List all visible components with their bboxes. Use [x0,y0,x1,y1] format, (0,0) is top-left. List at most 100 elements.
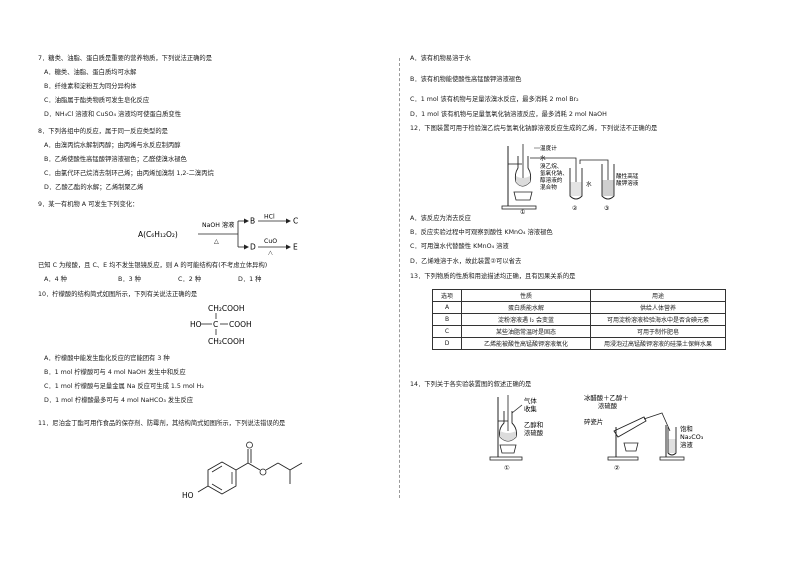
q10-center-carbon: C [213,320,218,329]
q7-stem: 7．糖类、油脂、蛋白质是重要的营养物质，下列说法正确的是 [38,55,213,62]
q12-label-kmno4-2: 酸钾溶液 [616,179,639,187]
q7-option-a: A．糖类、油脂、蛋白质均可水解 [44,69,137,76]
q11-ester-oxygen-icon [259,468,267,476]
q12-label-water-2: 水 [586,180,592,188]
q7-option-c: C．油脂属于酯类物质可发生皂化反应 [44,97,150,104]
q14-fig2-burner-icon [623,442,639,452]
q13-stem: 13．下列物质的性质和用途描述均正确，且有因果关系的是 [410,273,576,280]
q10-option-d: D．1 mol 柠檬酸最多可与 4 mol NaHCO₃ 发生反应 [44,397,194,404]
q9-compound-e: E [293,243,298,252]
q11-option-b: B．该有机物能使酸性高锰酸钾溶液褪色 [410,76,522,83]
q9-option-a: A．4 种 [44,276,67,283]
q9-arrowhead-b [244,218,249,224]
q9-option-b: B．3 种 [118,276,141,283]
q14-fig2-label-acid: 浓硫酸 [598,401,618,410]
q9-compound-a: A(C₆H₁₂O₂) [138,230,178,239]
q13-row-d-use: 用浸泡过高锰酸钾溶液的硅藻土保鲜水果 [590,337,726,350]
q12-option-a: A．该反应为消去反应 [410,215,471,222]
q14-fig1-burner-icon [499,444,517,454]
q13-row-d-property: 乙烯能被酸性高锰酸钾溶液氧化 [461,337,591,350]
q12-option-c: C．可用溴水代替酸性 KMnO₄ 溶液 [410,243,509,250]
q12-label-thermometer: 温度计 [540,144,557,152]
q9-option-d: D．1 种 [238,276,262,283]
q10-top-group: CH₂COOH [208,304,245,313]
q14-fig1-label-gas: 气体 [524,396,537,405]
q10-hydroxyl: HO [190,320,202,329]
q11-option-c: C．1 mol 该有机物与足量浓溴水反应，最多消耗 2 mol Br₂ [410,96,579,103]
q8-option-d: D．乙酸乙酯的水解；乙烯制聚乙烯 [44,184,144,191]
q12-label-mixture-4: 混合物 [540,183,557,191]
q14-fig2-number: ② [614,464,620,472]
q10-stem: 10．柠檬酸的结构简式如图所示，下列有关说法正确的是 [38,291,198,298]
table-row: C 某些油脂常温时是固态 可用于制作肥皂 [432,325,726,338]
q12-apparatus-figure: 温度计 水 溴乙烷、 氢氧化钠、 醇溶液的 混合物 ① 水 ② 酸性高锰 酸钾溶… [501,144,639,216]
q14-fig1-label-acid: 浓硫酸 [524,428,544,437]
q7-option-b: B．纤维素和淀粉互为同分异构体 [44,83,137,90]
q9-reagent-naoh: NaOH 溶液 [202,221,234,229]
q12-label-three: ③ [604,205,609,212]
q13-header-use: 用途 [590,289,726,302]
q11-butylparaben-structure: HO [182,441,303,500]
q11-hydroxyl: HO [182,491,194,500]
q12-label-two: ② [572,205,578,212]
q10-option-a: A．柠檬酸中能发生酯化反应的官能团有 3 种 [44,355,170,362]
q9-reagent-cuo: CuO [264,238,277,245]
q13-table: 选项 性质 用途 A 蛋白质能水解 供给人体营养 B 淀粉溶液遇 I₂ 会变蓝 … [432,289,726,350]
q14-stem: 14．下列关于各实验装置图的叙述正确的是 [410,381,532,388]
column-divider [399,58,400,498]
q11-option-a: A．该有机物易溶于水 [410,55,471,62]
q14-fig2-label-saturated: 饱和 [680,424,693,433]
q13-row-a-option: A [432,301,462,314]
q10-bottom-group: CH₂COOH [208,337,245,346]
q11-stem: 11．尼泊金丁酯可用作食品的保存剂、防霉剂，其结构简式如图所示，下列说法错误的是 [38,420,286,427]
q12-stem: 12．下图装置可用于检验溴乙烷与氢氧化钠醇溶液反应生成的乙烯，下列说法不正确的是 [410,125,658,132]
q10-citric-acid-structure: CH₂COOH HO C COOH CH₂COOH [190,304,252,346]
q13-row-c-use: 可用于制作肥皂 [590,325,726,338]
q12-label-one: ① [520,209,525,216]
q13-row-a-property: 蛋白质能水解 [461,301,591,314]
q9-heat-1: △ [214,238,219,245]
q12-water-tube [569,168,583,200]
q12-label-kmno4-1: 酸性高锰 [616,172,639,180]
q9-heat-2: △ [268,250,273,256]
q12-option-b: B．反应实验过程中可观察到酸性 KMnO₄ 溶液褪色 [410,229,553,236]
q9-stem: 9．某一有机物 A 可发生下列变化： [38,201,139,208]
q12-burner-icon [513,191,533,201]
q13-row-b-use: 可用淀粉溶液检验海水中是否含碘元素 [590,313,726,326]
q9-note: 已知 C 为羧酸，且 C、E 均不发生银镜反应，则 A 的可能结构有(不考虑立体… [38,262,268,269]
q14-figure-1: 气体 收集 乙醇和 浓硫酸 ① [489,395,544,472]
q14-fig2-label-na2co3: Na₂CO₃ [680,433,704,441]
q12-label-mixture-1: 溴乙烷、 [540,162,562,170]
q13-row-c-option: C [432,325,462,338]
q9-compound-d: D [250,243,256,252]
q12-label-water: 水 [540,154,546,162]
q8-option-c: C．由氯代环己烷消去制环己烯；由丙烯加溴制 1,2-二溴丙烷 [44,170,214,177]
q9-compound-b: B [250,217,255,226]
q13-row-d-option: D [432,337,462,350]
q13-header-option: 选项 [432,289,462,302]
q13-row-b-option: B [432,313,462,326]
q14-figure-2: 冰醋酸＋乙醇＋ 浓硫酸 碎瓷片 饱和 Na₂CO₃ 溶液 ② [584,393,704,472]
q9-reagent-hcl: HCl [264,214,275,221]
q10-right-carboxyl: COOH [229,320,252,329]
q14-fig1-label-ethanol: 乙醇和 [524,420,543,429]
q14-fig2-label-solution: 溶液 [680,440,693,449]
q11-carbonyl-oxygen-icon [246,441,253,449]
q14-fig1-number: ① [504,464,510,472]
table-row: D 乙烯能被酸性高锰酸钾溶液氧化 用浸泡过高锰酸钾溶液的硅藻土保鲜水果 [432,337,726,350]
q8-option-a: A．由溴丙烷水解制丙醇；由丙烯与水反应制丙醇 [44,142,181,149]
q14-fig1-label-collect: 收集 [524,404,537,413]
q9-reaction-scheme: A(C₆H₁₂O₂) NaOH 溶液 △ B HCl C D CuO △ E [138,214,298,256]
q12-label-mixture-3: 醇溶液的 [540,176,563,184]
q10-option-c: C．1 mol 柠檬酸与足量金属 Na 反应可生成 1.5 mol H₂ [44,383,204,390]
q13-row-b-property: 淀粉溶液遇 I₂ 会变蓝 [461,313,591,326]
q13-row-c-property: 某些油脂常温时是固态 [461,325,591,338]
q12-option-d: D．乙烯难溶于水，故此装置②可以省去 [410,258,522,265]
q7-option-d: D．NH₄Cl 溶液和 CuSO₄ 溶液均可使蛋白质变性 [44,111,181,118]
q9-arrowhead-d [244,244,249,250]
q9-compound-c: C [293,217,298,226]
q12-label-mixture-2: 氢氧化钠、 [540,169,568,177]
q10-option-b: B．1 mol 柠檬酸可与 4 mol NaOH 发生中和反应 [44,369,186,376]
table-row: A 蛋白质能水解 供给人体营养 [432,301,726,314]
